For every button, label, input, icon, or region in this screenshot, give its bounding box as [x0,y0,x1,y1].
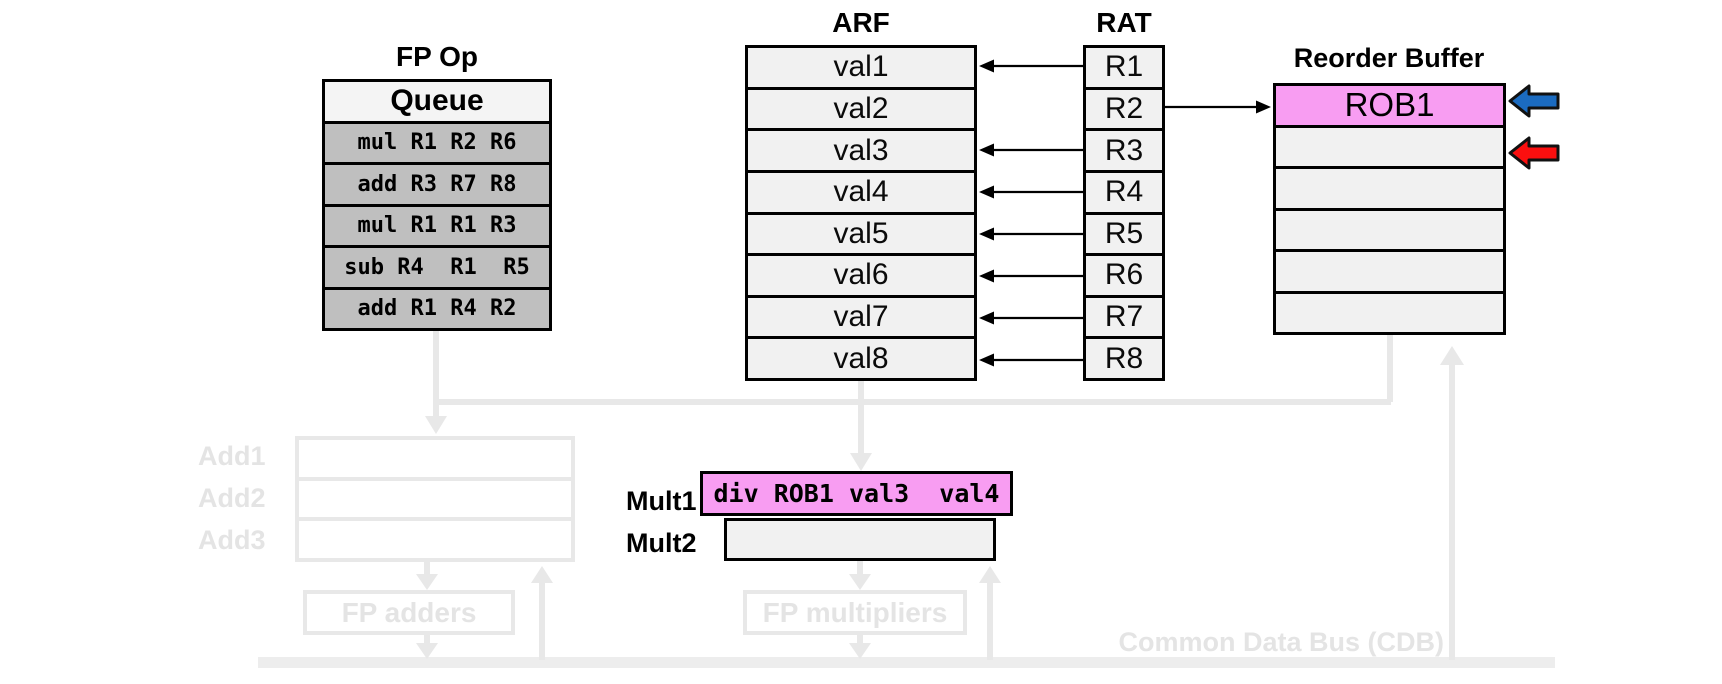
arf-title: ARF [832,7,890,38]
add2-slot [299,480,571,522]
add-to-fpadders-arrowhead [416,574,438,590]
rat-row: R2 [1086,89,1162,132]
fp-multipliers-label: FP multipliers [762,596,948,628]
rat-row: R5 [1086,214,1162,257]
queue-drop-arrowhead [425,416,447,434]
rat-row: R4 [1086,172,1162,215]
add3-slot [299,521,571,559]
add1-slot [299,440,571,481]
arf-row: val5 [748,214,974,257]
mult2-slot [724,518,996,561]
rat-row: R6 [1086,256,1162,298]
fp-adders-label: FP adders [341,596,477,628]
red-pointer-arrow [1508,136,1560,170]
rat-r7-arrowhead [979,311,994,325]
blue-pointer-arrow [1508,84,1560,118]
arf-row: val6 [748,256,974,298]
fp-adders-unit: FP adders [303,590,515,635]
mult-to-fpmult-arrowhead [849,574,871,590]
rat-title: RAT [1096,7,1152,38]
queue-instruction: add R1 R4 R2 [325,289,549,328]
cdb-to-add-arrowhead [531,566,553,583]
rob-row-highlighted: ROB1 [1276,86,1503,128]
reorder-buffer-title: Reorder Buffer [1293,43,1485,73]
fp-op-queue-title: FP Op [396,41,478,72]
rob-row [1276,293,1503,332]
rat-r4-arrowhead [979,185,994,199]
fpadders-to-cdb-arrowhead [416,643,438,659]
mult1-issue-arrowhead [850,453,872,471]
rat-row: R7 [1086,297,1162,340]
queue-instruction: mul R1 R1 R3 [325,206,549,248]
add1-label: Add1 [198,441,266,471]
rob-row [1276,252,1503,294]
rob-row [1276,210,1503,252]
mult2-label: Mult2 [626,528,697,558]
arf-row: val3 [748,131,974,173]
rat-r2-to-rob1-arrowhead [1256,100,1271,114]
rat-r1-arrowhead [979,59,994,73]
add-reservation-stations [295,436,575,562]
queue-instruction: mul R1 R2 R6 [325,123,549,165]
rat-r3-arrowhead [979,143,994,157]
arf-row: val4 [748,172,974,215]
arf-table: val1 val2 val3 val4 val5 val6 val7 val8 [745,45,977,381]
rob-row [1276,127,1503,169]
queue-instruction: sub R4 R1 R5 [325,248,549,290]
reorder-buffer-table: ROB1 [1273,83,1506,335]
rat-row: R3 [1086,131,1162,173]
fp-multipliers-unit: FP multipliers [743,590,967,635]
rob-row [1276,169,1503,211]
cdb-to-mult-arrowhead [979,566,1001,583]
arf-row: val1 [748,48,974,90]
fpmult-to-cdb-arrowhead [849,643,871,659]
rat-r5-arrowhead [979,227,994,241]
arf-row: val2 [748,89,974,132]
arf-row: val8 [748,339,974,378]
queue-instruction: add R3 R7 R8 [325,165,549,207]
rat-table: R1 R2 R3 R4 R5 R6 R7 R8 [1083,45,1165,381]
arf-row: val7 [748,297,974,340]
rat-to-arf-arrows [979,59,1271,367]
add2-label: Add2 [198,483,266,513]
cdb-bus-line [258,657,1555,668]
mult1-slot: div ROB1 val3 val4 [700,471,1013,516]
cdb-label: Common Data Bus (CDB) [1118,627,1444,657]
rat-r8-arrowhead [979,353,994,367]
issue-plumbing [416,331,1464,660]
rat-row: R1 [1086,48,1162,90]
fp-op-queue-header: Queue [325,82,549,124]
fp-op-queue: Queue mul R1 R2 R6 add R3 R7 R8 mul R1 R… [322,79,552,331]
add3-label: Add3 [198,525,266,555]
cdb-to-rob-arrowhead [1440,346,1464,365]
rat-r6-arrowhead [979,269,994,283]
mult1-label: Mult1 [626,486,697,516]
rat-row: R8 [1086,339,1162,378]
